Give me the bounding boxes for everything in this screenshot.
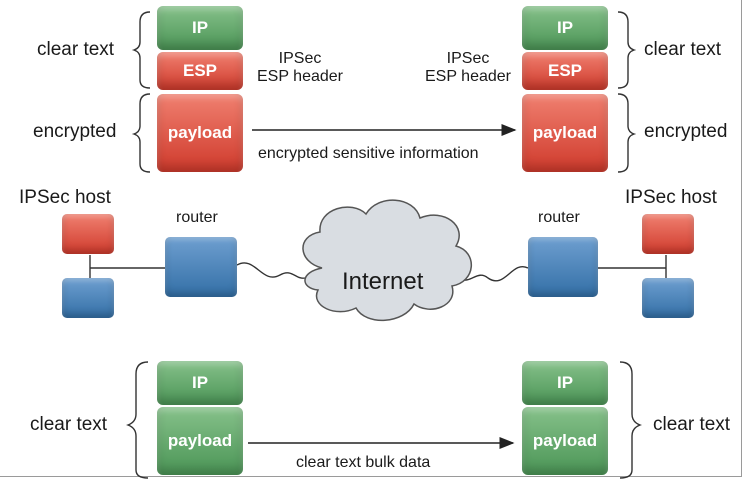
top-left-esp-block: ESP (157, 52, 243, 90)
link-right (461, 265, 529, 282)
brace-left-encrypted (131, 93, 151, 173)
right-esp-caption: IPSec ESP header (418, 50, 518, 87)
left-esp-caption: IPSec ESP header (250, 50, 350, 87)
left-host-top-node (62, 214, 114, 254)
top-left-payload-block: payload (157, 94, 243, 172)
brace-bottom-left (126, 361, 149, 479)
cleartext-arrow-caption: clear text bulk data (296, 454, 431, 471)
left-router-label: router (176, 209, 218, 226)
top-right-esp-block: ESP (522, 52, 608, 90)
brace-right-clear (617, 11, 637, 89)
bottom-right-clear-text-label: clear text (653, 414, 731, 435)
top-right-payload-block: payload (522, 94, 608, 172)
top-right-ip-block: IP (522, 6, 608, 50)
top-right-encrypted-label: encrypted (644, 121, 728, 142)
internet-cloud (302, 199, 473, 321)
bottom-left-payload-block: payload (157, 407, 243, 475)
left-host-bottom-node (62, 278, 114, 318)
left-esp-caption-line2: ESP header (257, 68, 343, 86)
bottom-left-ip-block: IP (157, 361, 243, 405)
brace-bottom-right (619, 361, 642, 479)
link-left (236, 262, 306, 279)
right-esp-caption-line2: ESP header (425, 68, 511, 86)
brace-left-clear (131, 11, 151, 89)
top-left-encrypted-label: encrypted (33, 121, 117, 142)
brace-right-encrypted (617, 93, 637, 173)
internet-label: Internet (342, 268, 424, 295)
right-esp-caption-line1: IPSec (446, 50, 490, 67)
bottom-right-ip-block: IP (522, 361, 608, 405)
encrypted-arrow-caption: encrypted sensitive information (258, 145, 479, 162)
right-host-bottom-node (642, 278, 694, 318)
top-left-clear-text-label: clear text (37, 39, 115, 60)
left-router-node (165, 237, 237, 297)
right-router-label: router (538, 209, 580, 226)
top-right-clear-text-label: clear text (644, 39, 722, 60)
top-left-ip-block: IP (157, 6, 243, 50)
bottom-right-payload-block: payload (522, 407, 608, 475)
right-router-node (528, 237, 598, 297)
right-host-label: IPSec host (625, 187, 717, 208)
left-host-label: IPSec host (19, 187, 111, 208)
bottom-left-clear-text-label: clear text (30, 414, 108, 435)
right-host-top-node (642, 214, 694, 254)
left-esp-caption-line1: IPSec (278, 50, 322, 67)
